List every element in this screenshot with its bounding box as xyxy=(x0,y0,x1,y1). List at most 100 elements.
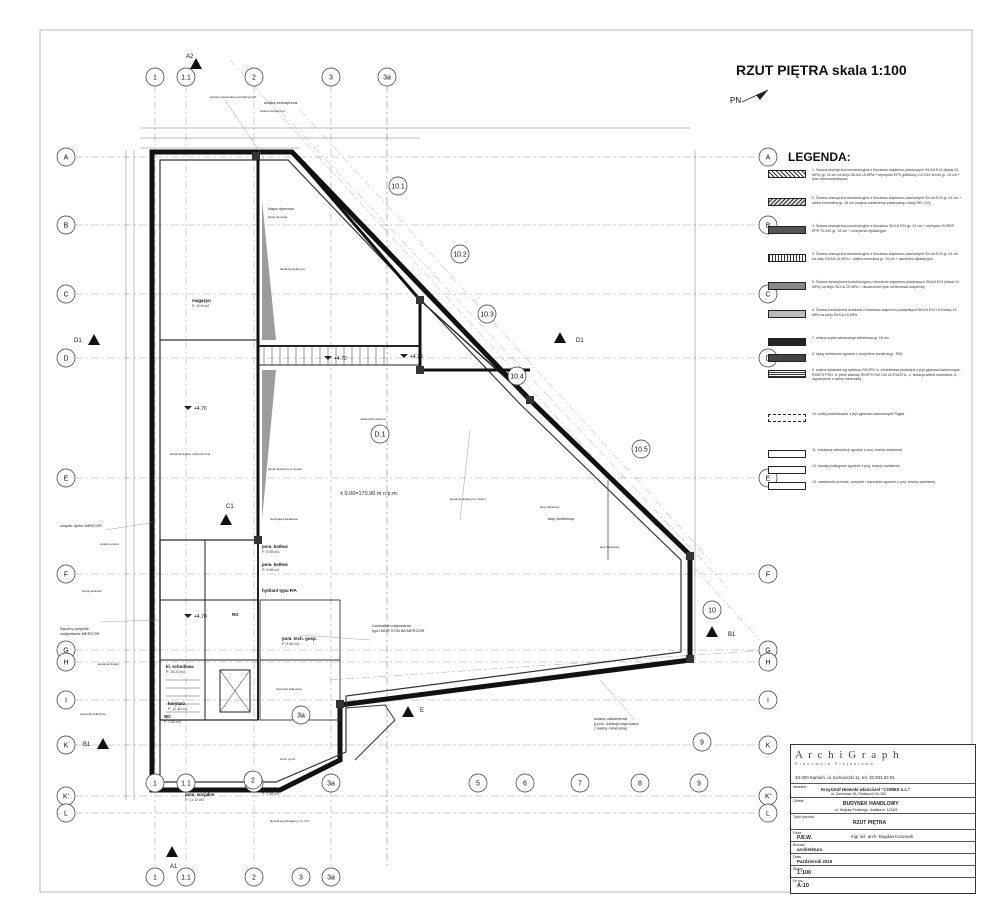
grid-bubble-right: A xyxy=(758,147,778,167)
grid-bubble-right: H xyxy=(758,652,778,672)
north-arrow-icon xyxy=(741,89,769,103)
leader-lines xyxy=(99,99,636,721)
dense-annotations: zestaw przewodów wentylacyjnych ściana z… xyxy=(80,95,620,823)
legend-text: 2. Ściana zewnętrzna konstrukcyjna z blo… xyxy=(812,196,962,205)
tb-investor-row: Inwestor: Krzysztof Hiewski właściciel "… xyxy=(791,783,975,798)
grid-bubble-diagonal: 10.1 xyxy=(388,176,408,196)
svg-text:P: 15.20 m2: P: 15.20 m2 xyxy=(166,670,185,674)
grid-bubble-diagonal: 10 xyxy=(702,600,722,620)
grid-bubble-extra: 3a xyxy=(291,705,311,725)
svg-text:kl. schodowa: kl. schodowa xyxy=(166,664,194,669)
scale: 1:100 xyxy=(797,870,812,876)
sheet-frame xyxy=(39,29,973,893)
object-address: ul. Wojska Polskiego, działka nr 1234/5 xyxy=(835,808,898,812)
svg-text:C1: C1 xyxy=(226,504,234,510)
svg-text:D1: D1 xyxy=(576,338,584,344)
legend-text: 10. sufity podwieszane z płyt gipsowo-ka… xyxy=(812,412,905,416)
grid-bubble-left: F xyxy=(56,564,76,584)
svg-text:1.1: 1.1 xyxy=(181,781,191,788)
svg-text:G: G xyxy=(63,648,68,655)
legend-symbol-icon xyxy=(768,310,806,318)
svg-text:2: 2 xyxy=(252,875,256,882)
tb-drawing-row: Tytuł rysunku: RZUT PIĘTRA xyxy=(791,813,975,830)
svg-text:3a: 3a xyxy=(327,875,335,882)
svg-text:1.1: 1.1 xyxy=(181,75,191,82)
grid-bubble-right: F xyxy=(758,564,778,584)
svg-text:L: L xyxy=(64,811,68,818)
legend-symbol-icon xyxy=(768,254,806,262)
svg-text:korytarz: korytarz xyxy=(168,701,186,706)
grid-bubble-bottom: 6 xyxy=(515,773,535,793)
grid-bubble-right: K' xyxy=(758,786,778,806)
grid-bubble-left: K' xyxy=(56,786,76,806)
svg-text:P: 10.8 m2: P: 10.8 m2 xyxy=(192,304,209,308)
svg-text:P: 12.40 m2: P: 12.40 m2 xyxy=(168,707,187,711)
svg-text:10.3: 10.3 xyxy=(480,312,494,319)
stage: P.B.W. xyxy=(797,835,812,841)
level-mark: +4.70 xyxy=(400,354,423,360)
svg-text:C: C xyxy=(765,292,770,299)
legend-symbol-icon xyxy=(768,354,806,362)
grid-bubble-right: I xyxy=(758,690,778,710)
grid-bubble-bottom-outer: 1.1 xyxy=(176,867,196,887)
svg-text:RO: RO xyxy=(232,612,239,617)
tb-object-row: Obiekt: BUDYNEK HANDLOWY ul. Wojska Pols… xyxy=(791,797,975,814)
grid-bubble-diagonal: 10.5 xyxy=(631,439,651,459)
grid-bubble-bottom-outer: 3a xyxy=(321,867,341,887)
grid-bubbles: 11.1233a11.123a5678911.1233aABCDEFGHIKK'… xyxy=(56,67,778,887)
svg-text:łącznik wypełniający z pł. G.K: łącznik wypełniający z pł. G.K. xyxy=(270,819,310,823)
svg-text:K': K' xyxy=(63,794,69,801)
grid-bubble-bottom: 9 xyxy=(689,773,709,793)
legend-text: 5. Ściana wewnętrzna konstrukcyjna z blo… xyxy=(812,280,959,289)
legend-symbol-icon xyxy=(768,370,806,378)
tb-branch-row: Branża: architektura xyxy=(791,841,975,854)
legend-text: 9. ściana działowa wg systemu RIGIPS: a.… xyxy=(812,368,961,382)
svg-text:D: D xyxy=(63,356,68,363)
building-walls xyxy=(149,149,694,793)
svg-text:drzwi p.poż.: drzwi p.poż. xyxy=(280,757,296,761)
level-mark: +4.70 xyxy=(324,356,347,362)
legend-text: 13. nawiewniki ścienne, czerpnie i wyrzu… xyxy=(812,480,936,484)
svg-text:A1: A1 xyxy=(170,864,178,870)
callout-label: ściana zewnętrzna xyxy=(264,100,298,105)
svg-text:I: I xyxy=(65,698,67,705)
svg-text:3a: 3a xyxy=(297,713,305,720)
legend-symbol-icon xyxy=(768,482,806,490)
branch: architektura xyxy=(797,847,823,852)
level-marks: +4.70+4.70+4.70+4.70 xyxy=(184,354,423,620)
svg-text:E: E xyxy=(64,476,69,483)
tb-stage-row: Faza: P.B.W. mgr inż. arch. Bogdan Koszu… xyxy=(791,829,975,842)
svg-text:zestaw przewodów wentylacyjnyc: zestaw przewodów wentylacyjnych xyxy=(210,95,257,99)
grid-lines-horizontal xyxy=(75,156,770,814)
svg-text:A2: A2 xyxy=(186,54,194,60)
svg-text:10.5: 10.5 xyxy=(634,447,648,454)
svg-text:A: A xyxy=(766,155,771,162)
grid-bubble-bottom: 1.1 xyxy=(176,773,196,793)
legend-text: 4. Ściana zewnętrzna konstrukcyjna z blo… xyxy=(812,252,959,261)
investor-name: Krzysztof Hiewski właściciel "COMES s.c.… xyxy=(821,787,911,792)
svg-text:pom. kotłow: pom. kotłow xyxy=(262,562,288,567)
svg-text:10.2: 10.2 xyxy=(453,252,467,259)
svg-text:3a: 3a xyxy=(327,781,335,788)
section-mark-icon: B1 xyxy=(83,738,109,749)
section-mark-icon: A2 xyxy=(186,54,202,69)
svg-text:+4.70: +4.70 xyxy=(194,614,207,620)
svg-text:wentylacja kanałowa: wentylacja kanałowa xyxy=(270,517,298,521)
grid-bubble-left: C xyxy=(56,284,76,304)
svg-text:+4.70: +4.70 xyxy=(334,356,347,362)
legend-symbol-icon xyxy=(768,414,806,422)
svg-text:kanał wentylacji mechanicznej: kanał wentylacji mechanicznej xyxy=(170,452,211,456)
legend-symbol-icon xyxy=(768,282,806,290)
svg-text:P: 2.80 m2: P: 2.80 m2 xyxy=(164,720,181,724)
svg-text:9: 9 xyxy=(697,781,701,788)
drawing-name: RZUT PIĘTRA xyxy=(853,820,887,826)
svg-text:10: 10 xyxy=(708,608,716,615)
drawing-title: RZUT PIĘTRA skala 1:100 xyxy=(736,62,907,78)
legend-title: LEGENDA: xyxy=(788,150,851,164)
